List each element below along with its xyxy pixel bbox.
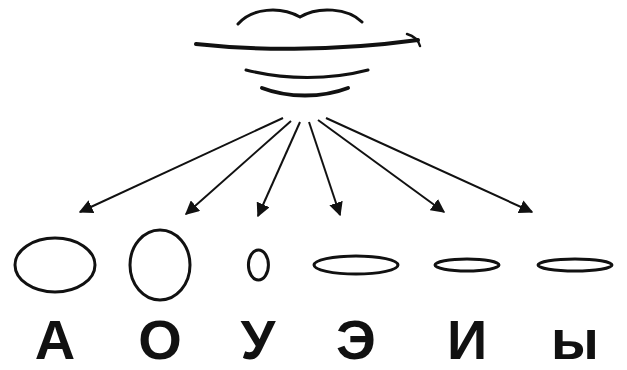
mouth-corner	[407, 34, 420, 46]
arrow	[258, 122, 300, 216]
upper-lip	[238, 10, 362, 24]
mouth-shape: О	[126, 220, 194, 370]
mouth-shape: И	[431, 220, 503, 370]
mouth-ellipse	[248, 250, 268, 280]
arrow	[186, 121, 291, 214]
lower-lip-contour	[262, 88, 348, 96]
lips	[196, 10, 420, 96]
vowel-letter: Э	[310, 312, 402, 368]
mouth-ellipse	[435, 259, 499, 271]
mouth-shape: ы	[534, 220, 616, 370]
arrows	[80, 118, 532, 216]
mouth-outline	[126, 220, 194, 310]
vowel-letter: ы	[534, 312, 616, 368]
arrow	[326, 118, 532, 212]
mouth-shape: У	[237, 220, 280, 370]
mouth-ellipse	[314, 256, 398, 274]
lower-lip	[246, 70, 368, 78]
mouth-outline	[310, 220, 402, 310]
arrow	[80, 118, 283, 212]
vowel-letter: И	[431, 312, 503, 368]
mouth-line	[196, 40, 418, 49]
arrow	[309, 122, 340, 215]
mouth-outline	[431, 220, 503, 310]
vowel-letter: А	[11, 312, 99, 368]
mouth-outline	[11, 220, 99, 310]
mouth-outline	[534, 220, 616, 310]
mouth-ellipse	[130, 230, 190, 300]
mouth-outline	[237, 220, 280, 310]
arrow	[318, 120, 444, 212]
mouth-shape: А	[11, 220, 99, 370]
mouth-ellipse	[15, 238, 95, 292]
mouth-ellipse	[538, 259, 612, 271]
vowel-letter: У	[237, 312, 280, 368]
vowel-letter: О	[126, 312, 194, 368]
mouth-shape: Э	[310, 220, 402, 370]
